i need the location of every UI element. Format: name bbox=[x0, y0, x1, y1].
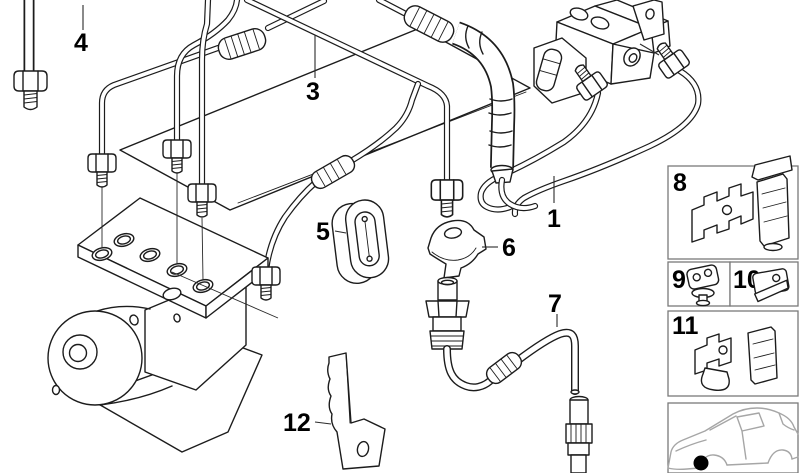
holder-bracket bbox=[327, 352, 386, 470]
mounting-bolt bbox=[13, 0, 48, 111]
callout-3-label[interactable]: 3 bbox=[306, 78, 320, 106]
brake-hose bbox=[425, 276, 593, 473]
location-marker-dot bbox=[693, 455, 709, 471]
inset-8-label[interactable]: 8 bbox=[673, 169, 687, 197]
sleeved-pipe bbox=[451, 21, 539, 212]
grommet bbox=[331, 199, 390, 284]
inset-boxes: 8 9 10 11 bbox=[667, 155, 799, 473]
car-coupe-outline bbox=[667, 407, 799, 469]
callout-5-label[interactable]: 5 bbox=[316, 218, 330, 246]
rubber-sleeves bbox=[217, 5, 455, 190]
vehicle-locator bbox=[667, 407, 799, 471]
brake-pipes bbox=[98, 0, 702, 274]
clamp-bracket bbox=[427, 219, 487, 279]
pipe-clip-11-icon bbox=[694, 326, 778, 391]
inset-9-label[interactable]: 9 bbox=[672, 266, 686, 294]
abs-ports bbox=[91, 232, 214, 301]
callout-7-label[interactable]: 7 bbox=[548, 290, 562, 318]
pipe-clip-8-icon bbox=[691, 155, 793, 252]
callout-6-label[interactable]: 6 bbox=[502, 234, 516, 262]
abs-hydraulic-unit bbox=[47, 172, 279, 453]
callout-4-label[interactable]: 4 bbox=[74, 29, 88, 57]
callout-12-label[interactable]: 12 bbox=[283, 409, 311, 437]
leader-lines bbox=[82, 5, 558, 425]
pipe-clip-10-icon bbox=[752, 268, 790, 303]
inset-11-label[interactable]: 11 bbox=[672, 312, 699, 340]
distribution-block bbox=[533, 0, 692, 104]
callout-1-label[interactable]: 1 bbox=[547, 205, 561, 233]
pipe-clip-9-icon bbox=[686, 264, 720, 307]
